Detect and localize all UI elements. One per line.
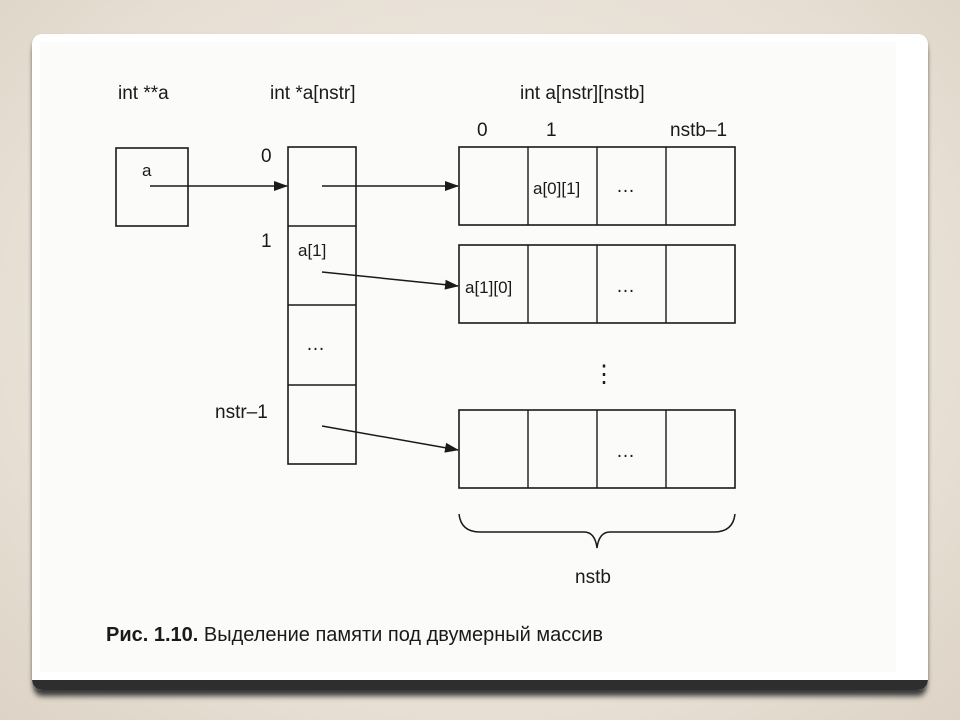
cell-ellipsis: … bbox=[616, 276, 635, 297]
pointer-to-pointer-box bbox=[115, 147, 189, 227]
width-brace bbox=[458, 513, 736, 549]
pointer-array-column bbox=[287, 146, 357, 465]
pointer-a1-label: a[1] bbox=[298, 241, 326, 260]
matrix-row-1 bbox=[458, 244, 736, 324]
slide-card bbox=[32, 34, 928, 690]
col-index-last: nstb–1 bbox=[670, 120, 727, 141]
arrow-row1-pointer bbox=[321, 271, 459, 290]
brace-label: nstb bbox=[575, 567, 611, 588]
var-a-label: a bbox=[142, 161, 152, 180]
row-index-last: nstr–1 bbox=[215, 402, 268, 423]
cell-a10-label: a[1][0] bbox=[465, 278, 512, 297]
figure-caption: Рис. 1.10. Выделение памяти под двумерны… bbox=[106, 624, 603, 646]
cell-ellipsis: … bbox=[616, 441, 635, 462]
col-index-0: 0 bbox=[477, 120, 488, 141]
matrix-row-last bbox=[458, 409, 736, 489]
caption-prefix: Рис. 1.10. bbox=[106, 624, 198, 646]
row-index-0: 0 bbox=[261, 146, 272, 167]
row-index-1: 1 bbox=[261, 231, 272, 252]
vertical-ellipsis: ⋮ bbox=[592, 361, 616, 388]
arrow-last-row-pointer bbox=[321, 425, 459, 453]
label-pointer-to-pointer: int **a bbox=[118, 83, 169, 104]
matrix-row-0 bbox=[458, 146, 736, 226]
cell-a01-label: a[0][1] bbox=[533, 179, 580, 198]
pointer-ellipsis: … bbox=[306, 334, 325, 355]
caption-text: Выделение памяти под двумерный массив bbox=[198, 624, 603, 646]
col-index-1: 1 bbox=[546, 120, 557, 141]
label-pointer-array: int *a[nstr] bbox=[270, 83, 356, 104]
label-matrix: int a[nstr][nstb] bbox=[520, 83, 645, 104]
cell-ellipsis: … bbox=[616, 176, 635, 197]
